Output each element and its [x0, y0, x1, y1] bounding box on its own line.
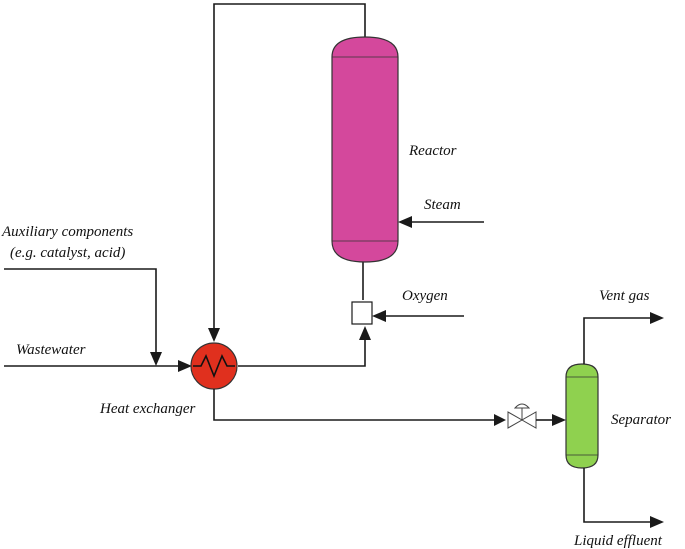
oxygen-label: Oxygen: [402, 288, 448, 304]
reactor-vessel: [331, 36, 399, 263]
vent-gas-label: Vent gas: [599, 288, 650, 304]
exchanger-to-separator-line: [213, 389, 494, 421]
reactor-label: Reactor: [408, 143, 457, 159]
mixing-box-icon: [351, 301, 373, 325]
wastewater-arrow: [178, 360, 192, 372]
liquid-effluent-arrow: [650, 516, 664, 528]
separator-label: Separator: [611, 412, 671, 428]
auxiliary-label-line2: (e.g. catalyst, acid): [10, 245, 125, 261]
liquid-effluent-line: [583, 468, 650, 523]
vent-gas-arrow: [650, 312, 664, 324]
auxiliary-components-arrow: [150, 352, 162, 366]
control-valve-icon: [507, 403, 537, 429]
vent-gas-line: [583, 317, 650, 364]
reactor-overhead-arrow: [208, 328, 220, 342]
valve-to-separator-arrow: [552, 414, 566, 426]
auxiliary-label-line1: Auxiliary components: [1, 224, 133, 240]
separator-vessel: [565, 363, 599, 469]
exchanger-to-reactor-line: [238, 340, 366, 367]
steam-label: Steam: [424, 197, 461, 213]
heat-exchanger-icon: [190, 342, 238, 390]
exchanger-to-separator-arrow: [494, 414, 506, 426]
wastewater-label: Wastewater: [16, 342, 86, 358]
steam-arrow: [398, 216, 412, 228]
auxiliary-components-line: [4, 268, 157, 352]
reactor-overhead-line: [213, 3, 366, 328]
heat-exchanger-label: Heat exchanger: [99, 401, 196, 417]
exchanger-to-reactor-arrow: [359, 326, 371, 340]
oxygen-arrow: [372, 310, 386, 322]
liquid-effluent-label: Liquid effluent: [573, 533, 663, 549]
